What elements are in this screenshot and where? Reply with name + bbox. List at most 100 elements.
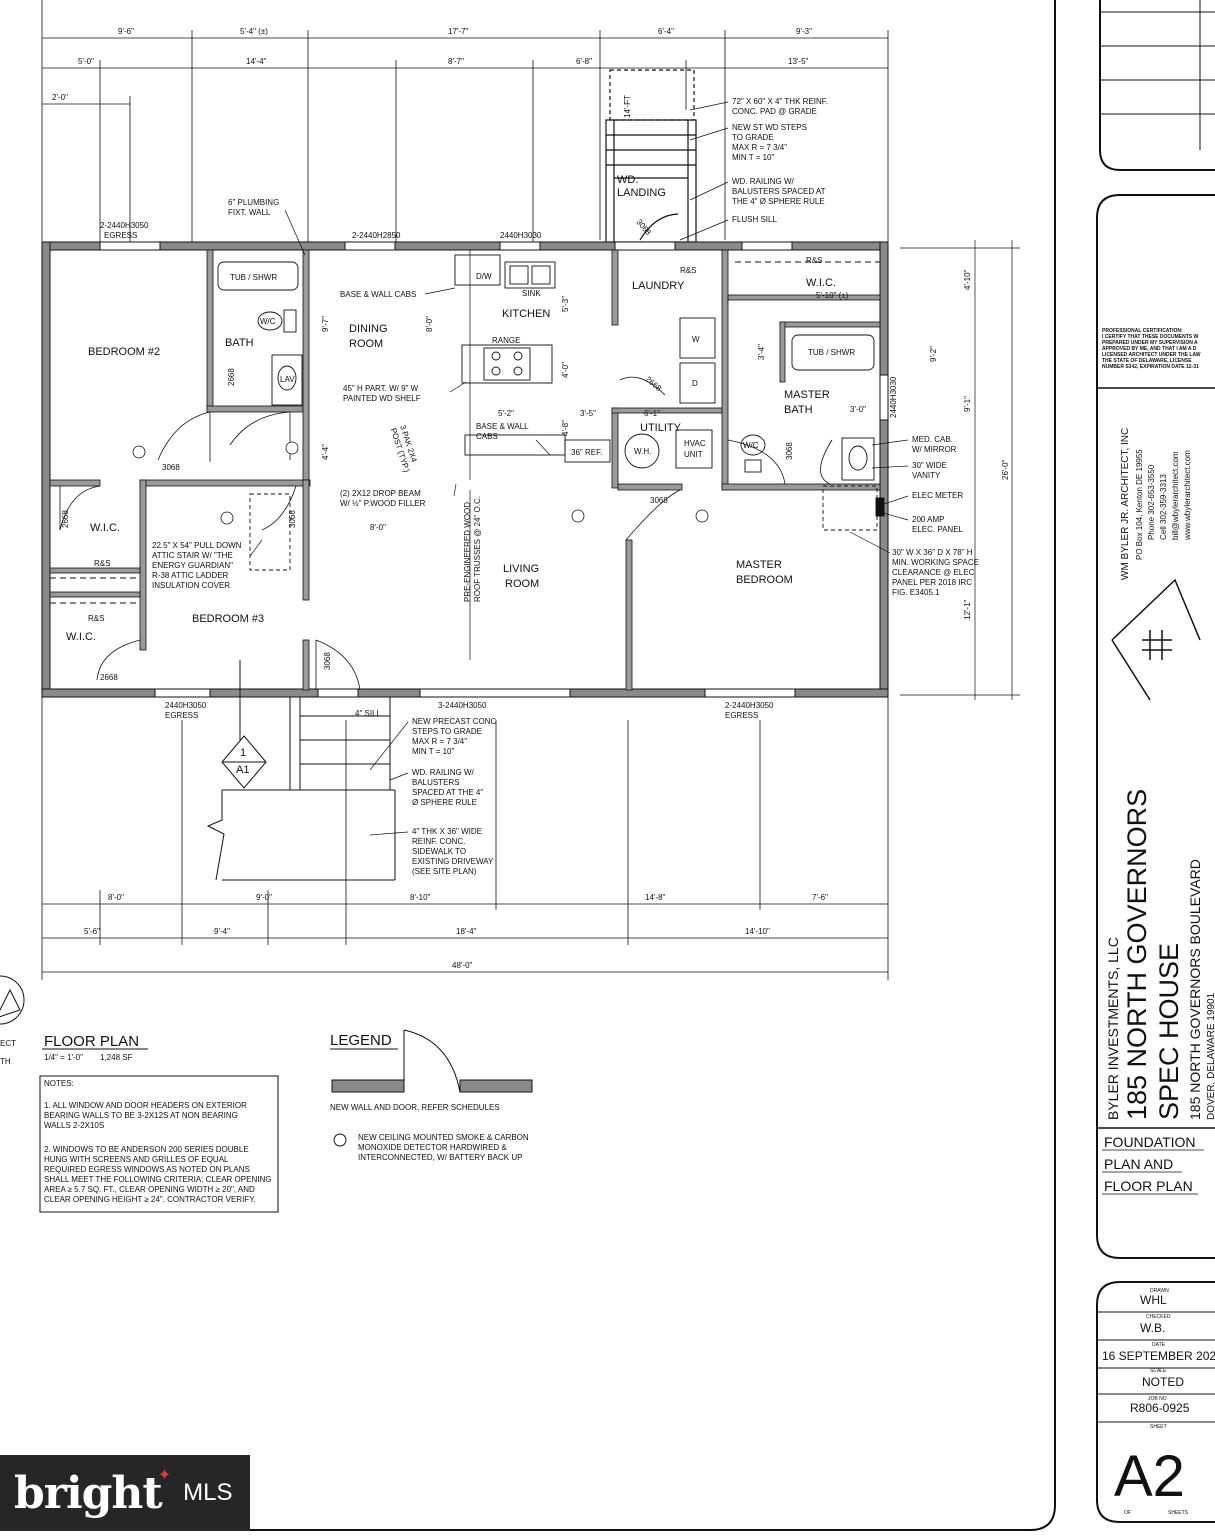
tb-date: 16 SEPTEMBER 202 (1102, 1349, 1215, 1363)
bright-mls-watermark: bright ✦ MLS (0, 1455, 250, 1531)
rear-landing (605, 69, 697, 243)
window-label-4: 2440H3050 (165, 701, 207, 710)
room-label-dining: DINING (349, 323, 388, 335)
window-label-3: 2440H3030 (500, 231, 542, 240)
door-label-5: 2668 (100, 673, 118, 682)
callout-base-wall-cabs: BASE & WALL CABS (340, 290, 416, 299)
floor-plan-title: FLOOR PLAN (44, 1033, 139, 1050)
tb-drawn-label: DRAWN (1150, 1288, 1169, 1294)
door-label-7: 3068 (650, 496, 668, 505)
section-tag-sheet: A1 (236, 764, 249, 776)
svg-text:www.wbylerarchitect.com: www.wbylerarchitect.com (1183, 450, 1192, 541)
fixture-rs-4: R&S (88, 614, 104, 623)
dim-int-p: 26'-0" (1001, 459, 1010, 480)
fixture-range: RANGE (492, 336, 520, 345)
callout-elec-meter: ELEC METER (912, 491, 963, 500)
door-label-10: 3068 (634, 218, 653, 238)
notes-title: NOTES: (44, 1079, 74, 1088)
tb-sheet-label: SHEET (1150, 1424, 1167, 1430)
room-label-bath: BATH (225, 337, 254, 349)
callout-conc-pad: 72" X 60" X 4" THK REINF.CONC. PAD @ GRA… (732, 97, 828, 116)
dim-int-i: 4'-4" (321, 444, 330, 460)
fixture-washer: W (692, 335, 700, 344)
fixture-rs-1: R&S (680, 266, 696, 275)
dim-top-5: 9'-3" (796, 27, 812, 36)
room-label-living-2: ROOM (505, 578, 539, 590)
room-label-kitchen: KITCHEN (502, 308, 550, 320)
door-label-4: 3068 (288, 510, 297, 528)
bright-dot-icon: ✦ (157, 1467, 172, 1484)
fixture-tub-2: TUB / SHWR (808, 348, 855, 357)
room-label-master-bed: MASTER (736, 559, 782, 571)
room-label-dining-2: ROOM (349, 338, 383, 350)
north-label-2: TH (0, 1057, 11, 1066)
tb-sheet-number: A2 (1114, 1444, 1185, 1509)
floor-plan-scale: 1/4" = 1'-0" (44, 1053, 83, 1062)
window-label-1-egress: EGRESS (104, 231, 137, 240)
title-block (1096, 0, 1215, 1523)
dim-int-m: 9'-2" (929, 346, 938, 362)
project-info: BYLER INVESTMENTS, LLC 185 NORTH GOVERNO… (1105, 789, 1215, 1120)
tb-date-label: DATE (1152, 1342, 1166, 1348)
dim-int-h: 4'-8" (561, 420, 570, 436)
dim-bottom-r2-3: 18'-4" (456, 927, 477, 936)
dim-bottom-r2-1: 5'-6" (84, 927, 100, 936)
tb-job: R806-0925 (1130, 1401, 1190, 1415)
room-label-bedroom3: BEDROOM #3 (192, 613, 264, 625)
dim-top-r2-5: 13'-5" (788, 57, 809, 66)
dim-top-r2-3: 8'-7" (448, 57, 464, 66)
fixture-tub-1: TUB / SHWR (230, 273, 277, 282)
tb-drawn: WHL (1140, 1293, 1167, 1307)
dim-int-a: 9'-7" (321, 316, 330, 332)
fixture-water-heater: W.H. (634, 447, 651, 456)
legend-title: LEGEND (330, 1032, 392, 1049)
room-label-laundry: LAUNDRY (632, 280, 685, 292)
dim-int-e: 5'-2" (498, 409, 514, 418)
svg-text:FOUNDATION: FOUNDATION (1104, 1134, 1196, 1150)
room-label-living: LIVING (503, 563, 539, 575)
room-label-master-bed-2: BEDROOM (736, 574, 793, 586)
room-label-utility: UTILITY (640, 422, 682, 434)
callout-sill: 4" SILL (355, 709, 382, 718)
svg-text:Cell 302-359-3313: Cell 302-359-3313 (1159, 474, 1168, 540)
dim-int-n: 4'-10" (963, 269, 972, 290)
dim-2ft: 2'-0" (52, 93, 68, 102)
mls-logo-text: MLS (183, 1479, 233, 1506)
dim-bottom-r2-2: 9'-4" (214, 927, 230, 936)
sheet-border (0, 0, 1056, 1531)
sheet-title: FOUNDATION PLAN AND FLOOR PLAN (1104, 1134, 1196, 1194)
note-1: 1. ALL WINDOW AND DOOR HEADERS ON EXTERI… (44, 1101, 247, 1130)
north-arrow (0, 975, 25, 1025)
door-label-3: 2668 (61, 510, 70, 528)
certification: PROFESSIONAL CERTIFICATION:I CERTIFY THA… (1102, 328, 1201, 370)
dim-wic-top: 5'-10" (±) (816, 291, 849, 300)
door-label-8: 3068 (785, 442, 794, 460)
window-label-4-egress: EGRESS (165, 711, 198, 720)
dim-int-k: 3'-4" (757, 344, 766, 360)
dim-top-r2-4: 6'-8" (576, 57, 592, 66)
svg-text:WM BYLER JR. ARCHITECT, INC: WM BYLER JR. ARCHITECT, INC (1120, 428, 1131, 580)
dim-top-2: 5'-4" (±) (240, 27, 268, 36)
door-swings (59, 376, 833, 691)
svg-text:Phone 302-653-3550: Phone 302-653-3550 (1147, 464, 1156, 540)
fixture-wc: W/C (260, 317, 276, 326)
dim-bottom-2: 9'-0" (256, 893, 272, 902)
fixture-hvac-2: UNIT (684, 450, 703, 459)
fixture-wc-2: W/C (743, 441, 759, 450)
door-label-2: 2668 (227, 368, 236, 386)
callout-post: 3 PAK 2X4POST (TYP.) (389, 424, 421, 474)
legend-smoke-icon (333, 1133, 347, 1147)
section-tag-num: 1 (240, 747, 246, 759)
fixtures (50, 254, 885, 604)
dim-bottom-1: 8'-0" (108, 893, 124, 902)
dim-int-d: 4'-0" (561, 362, 570, 378)
svg-text:PLAN AND: PLAN AND (1104, 1156, 1173, 1172)
room-label-bedroom2: BEDROOM #2 (88, 346, 160, 358)
room-label-wic-top: W.I.C. (806, 277, 836, 289)
